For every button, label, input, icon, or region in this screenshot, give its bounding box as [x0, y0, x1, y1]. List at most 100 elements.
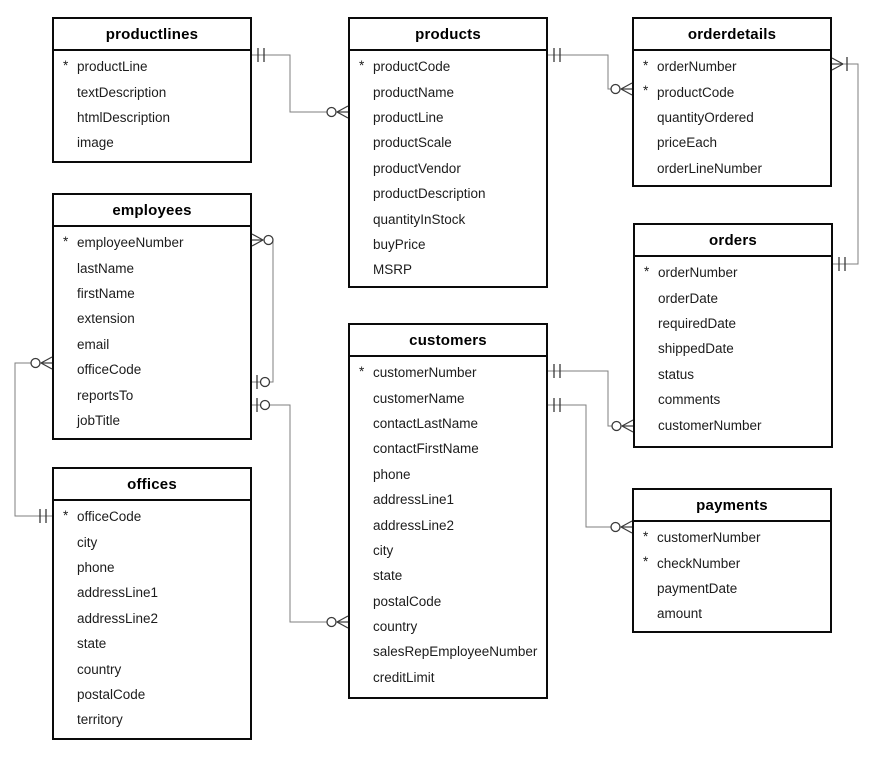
- field-row: *employeeNumber: [54, 230, 250, 255]
- field-row: jobTitle: [54, 408, 250, 433]
- field-name: status: [658, 366, 695, 382]
- field-row: *orderNumber: [634, 54, 830, 79]
- field-row: productVendor: [350, 156, 546, 181]
- entity-orders: orders * orderNumber orderDate requiredDate s…: [633, 223, 833, 448]
- relationship-employees-employees-reportsTo: [252, 239, 274, 383]
- field-name: shippedDate: [658, 341, 734, 357]
- field-name: salesRepEmployeeNumber: [373, 644, 538, 660]
- field-name: officeCode: [77, 509, 142, 525]
- field-name: customerNumber: [657, 530, 761, 546]
- field-row: customerName: [350, 385, 546, 410]
- field-row: city: [350, 538, 546, 563]
- relationship-orderdetails-orders: [832, 63, 859, 265]
- field-name: customerNumber: [373, 365, 477, 381]
- field-row: *customerNumber: [350, 360, 546, 385]
- field-row: state: [350, 563, 546, 588]
- entity-title: customers: [350, 325, 546, 357]
- field-row: addressLine2: [54, 606, 250, 631]
- field-row: city: [54, 529, 250, 554]
- field-row: country: [350, 614, 546, 639]
- field-row: email: [54, 332, 250, 357]
- field-name: productVendor: [373, 160, 461, 176]
- field-name: quantityInStock: [373, 211, 466, 227]
- field-name: orderDate: [658, 290, 719, 306]
- primary-key-marker: *: [359, 58, 365, 73]
- primary-key-marker: *: [644, 264, 650, 279]
- field-name: addressLine1: [373, 492, 455, 508]
- field-name: employeeNumber: [77, 235, 184, 251]
- entity-title: orders: [635, 225, 831, 257]
- field-name: customerName: [373, 390, 465, 406]
- field-row: addressLine1: [54, 580, 250, 605]
- field-name: image: [77, 135, 114, 151]
- entity-title: products: [350, 19, 546, 51]
- field-name: orderNumber: [657, 59, 737, 75]
- field-name: requiredDate: [658, 315, 737, 331]
- field-name: productCode: [373, 59, 451, 75]
- entity-title: orderdetails: [634, 19, 830, 51]
- primary-key-marker: *: [643, 529, 649, 544]
- field-row: firstName: [54, 281, 250, 306]
- field-row: officeCode: [54, 357, 250, 382]
- field-name: quantityOrdered: [657, 109, 754, 125]
- field-name: phone: [77, 559, 115, 575]
- field-row: *productCode: [634, 79, 830, 104]
- entity-fields: * orderNumber orderDate requiredDate shipped…: [635, 257, 831, 438]
- field-name: lastName: [77, 260, 135, 276]
- field-name: orderNumber: [658, 265, 738, 281]
- field-name: country: [373, 619, 418, 635]
- field-row: state: [54, 631, 250, 656]
- field-name: orderLineNumber: [657, 160, 763, 176]
- primary-key-marker: *: [63, 58, 69, 73]
- field-name: priceEach: [657, 135, 718, 151]
- relationship-products-orderdetails: [548, 54, 632, 90]
- field-name: comments: [658, 392, 721, 408]
- field-name: officeCode: [77, 362, 142, 378]
- field-row: contactLastName: [350, 411, 546, 436]
- field-row: *checkNumber: [634, 550, 830, 575]
- field-row: paymentDate: [634, 576, 830, 601]
- field-row: quantityInStock: [350, 206, 546, 231]
- field-row: salesRepEmployeeNumber: [350, 639, 546, 664]
- field-row: quantityOrdered: [634, 105, 830, 130]
- relationship-customers-orders: [548, 370, 633, 427]
- field-name: phone: [373, 466, 411, 482]
- field-row: buyPrice: [350, 232, 546, 257]
- field-name: city: [373, 542, 394, 558]
- relationship-employees-customers: [252, 404, 348, 623]
- field-name: country: [77, 661, 122, 677]
- primary-key-marker: *: [643, 83, 649, 99]
- field-row: status: [635, 362, 831, 387]
- field-name: productName: [373, 84, 455, 100]
- field-row: * orderNumber: [635, 260, 831, 285]
- field-name: state: [77, 636, 107, 652]
- field-name: postalCode: [77, 686, 146, 702]
- field-row: reportsTo: [54, 382, 250, 407]
- relationship-employees-offices: [14, 362, 52, 517]
- field-row: orderLineNumber: [634, 156, 830, 181]
- field-name: productLine: [77, 59, 148, 75]
- field-row: shippedDate: [635, 336, 831, 361]
- relationship-customers-payments: [548, 404, 632, 528]
- entity-title: offices: [54, 469, 250, 501]
- field-name: extension: [77, 311, 135, 327]
- field-name: buyPrice: [373, 236, 426, 252]
- entity-fields: *employeeNumber lastName firstName extensio…: [54, 227, 250, 433]
- field-row: image: [54, 130, 250, 155]
- field-name: addressLine2: [373, 517, 455, 533]
- field-row: htmlDescription: [54, 105, 250, 130]
- field-row: * productCode: [350, 54, 546, 79]
- field-row: priceEach: [634, 130, 830, 155]
- field-row: extension: [54, 306, 250, 331]
- entity-title: payments: [634, 490, 830, 522]
- field-row: postalCode: [54, 682, 250, 707]
- primary-key-marker: *: [643, 554, 649, 570]
